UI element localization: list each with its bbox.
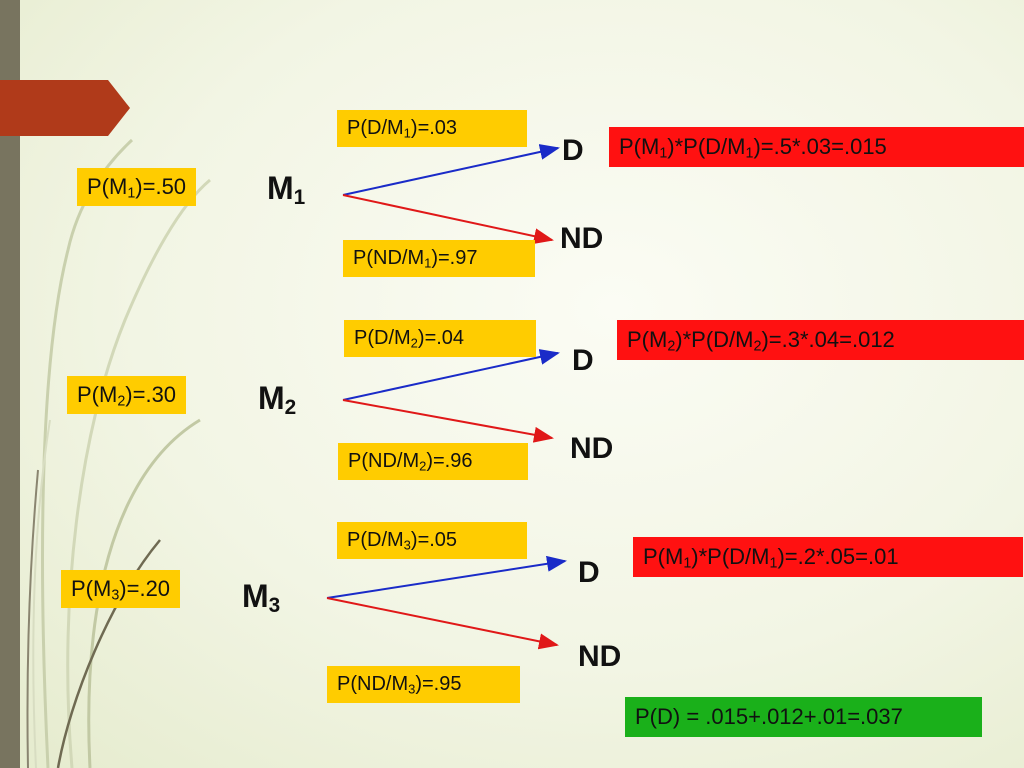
result-subscript: 2 [667, 338, 676, 355]
branch-1-result-box: P(M1)*P(D/M1)=.5*.03=.015 [609, 127, 1024, 167]
branch-2-node-label: M2 [258, 380, 297, 420]
branch-1-prior-box: P(M1)=.50 [77, 168, 197, 206]
p-d-value: )=.03 [410, 117, 458, 139]
p-nd-text: P(ND/M [353, 247, 425, 269]
prior-value: )=.20 [119, 576, 171, 601]
result-value: )=.5*.03=.015 [753, 134, 887, 159]
branch-3-nd-arrow [326, 597, 559, 650]
branch-1-nd-arrow [342, 194, 554, 245]
result-text: )*P(D/M [691, 544, 770, 569]
branch-2-prior-box: P(M2)=.30 [67, 376, 187, 414]
prior-text: P(M [87, 174, 128, 199]
branch-1-d-arrow [342, 144, 560, 196]
branch-2-d-label: D [572, 344, 594, 377]
branch-3-prior-box: P(M3)=.20 [61, 570, 181, 608]
prior-text: P(M [71, 576, 112, 601]
branch-3-p-nd-box: P(ND/M3)=.95 [327, 666, 520, 703]
p-nd-subscript: 2 [419, 458, 427, 474]
result-text: P(M [619, 134, 660, 159]
p-d-value: )=.04 [417, 327, 465, 349]
branch-2-nd-arrow [342, 399, 554, 443]
branch-2-result-box: P(M2)*P(D/M2)=.3*.04=.012 [617, 320, 1024, 360]
node-subscript: 1 [293, 186, 306, 210]
p-nd-subscript: 1 [424, 255, 432, 271]
p-d-text: P(D/M [347, 529, 404, 551]
branch-1-node-label: M1 [267, 170, 306, 210]
prior-text: P(M [77, 382, 118, 407]
branch-2-p-d-box: P(D/M2)=.04 [344, 320, 536, 357]
p-d-subscript: 1 [403, 125, 411, 141]
prior-value: )=.50 [135, 174, 187, 199]
p-d-value: )=.05 [410, 529, 458, 551]
branch-3-nd-label: ND [578, 640, 622, 673]
total-probability-box: P(D) = .015+.012+.01=.037 [625, 697, 982, 737]
result-subscript: 1 [683, 555, 692, 572]
p-d-subscript: 2 [410, 335, 418, 351]
p-d-subscript: 3 [403, 537, 411, 553]
result-subscript: 2 [753, 338, 762, 355]
node-subscript: 3 [268, 594, 281, 618]
result-text: )*P(D/M [675, 327, 754, 352]
result-text: )*P(D/M [667, 134, 746, 159]
p-nd-subscript: 3 [408, 681, 416, 697]
branch-1-p-nd-box: P(ND/M1)=.97 [343, 240, 535, 277]
p-nd-value: )=.95 [415, 673, 462, 695]
total-text: P(D) = .015+.012+.01=.037 [635, 704, 903, 729]
p-nd-value: )=.97 [431, 247, 478, 269]
branch-3-d-arrow [326, 555, 567, 599]
result-subscript: 1 [745, 145, 754, 162]
branch-2-p-nd-box: P(ND/M2)=.96 [338, 443, 528, 480]
node-subscript: 2 [284, 396, 297, 420]
left-accent-bar [0, 0, 20, 768]
node-text: M [242, 578, 269, 614]
result-subscript: 1 [769, 555, 778, 572]
header-accent-tab [0, 80, 130, 136]
node-text: M [267, 170, 294, 206]
result-text: P(M [627, 327, 668, 352]
branch-1-d-label: D [562, 134, 584, 167]
prior-subscript: 2 [117, 393, 126, 410]
branch-2-d-arrow [342, 349, 560, 401]
branch-3-d-label: D [578, 556, 600, 589]
branch-1-nd-label: ND [560, 222, 604, 255]
result-value: )=.3*.04=.012 [761, 327, 895, 352]
p-d-text: P(D/M [347, 117, 404, 139]
prior-subscript: 3 [111, 587, 120, 604]
p-nd-text: P(ND/M [348, 450, 420, 472]
p-d-text: P(D/M [354, 327, 411, 349]
branch-3-p-d-box: P(D/M3)=.05 [337, 522, 527, 559]
result-subscript: 1 [659, 145, 668, 162]
result-text: P(M [643, 544, 684, 569]
result-value: )=.2*.05=.01 [777, 544, 899, 569]
p-nd-value: )=.96 [426, 450, 473, 472]
prior-subscript: 1 [127, 185, 136, 202]
p-nd-text: P(ND/M [337, 673, 409, 695]
prior-value: )=.30 [125, 382, 177, 407]
node-text: M [258, 380, 285, 416]
branch-2-nd-label: ND [570, 432, 614, 465]
branch-3-node-label: M3 [242, 578, 281, 618]
branch-3-result-box: P(M1)*P(D/M1)=.2*.05=.01 [633, 537, 1023, 577]
branch-1-p-d-box: P(D/M1)=.03 [337, 110, 527, 147]
